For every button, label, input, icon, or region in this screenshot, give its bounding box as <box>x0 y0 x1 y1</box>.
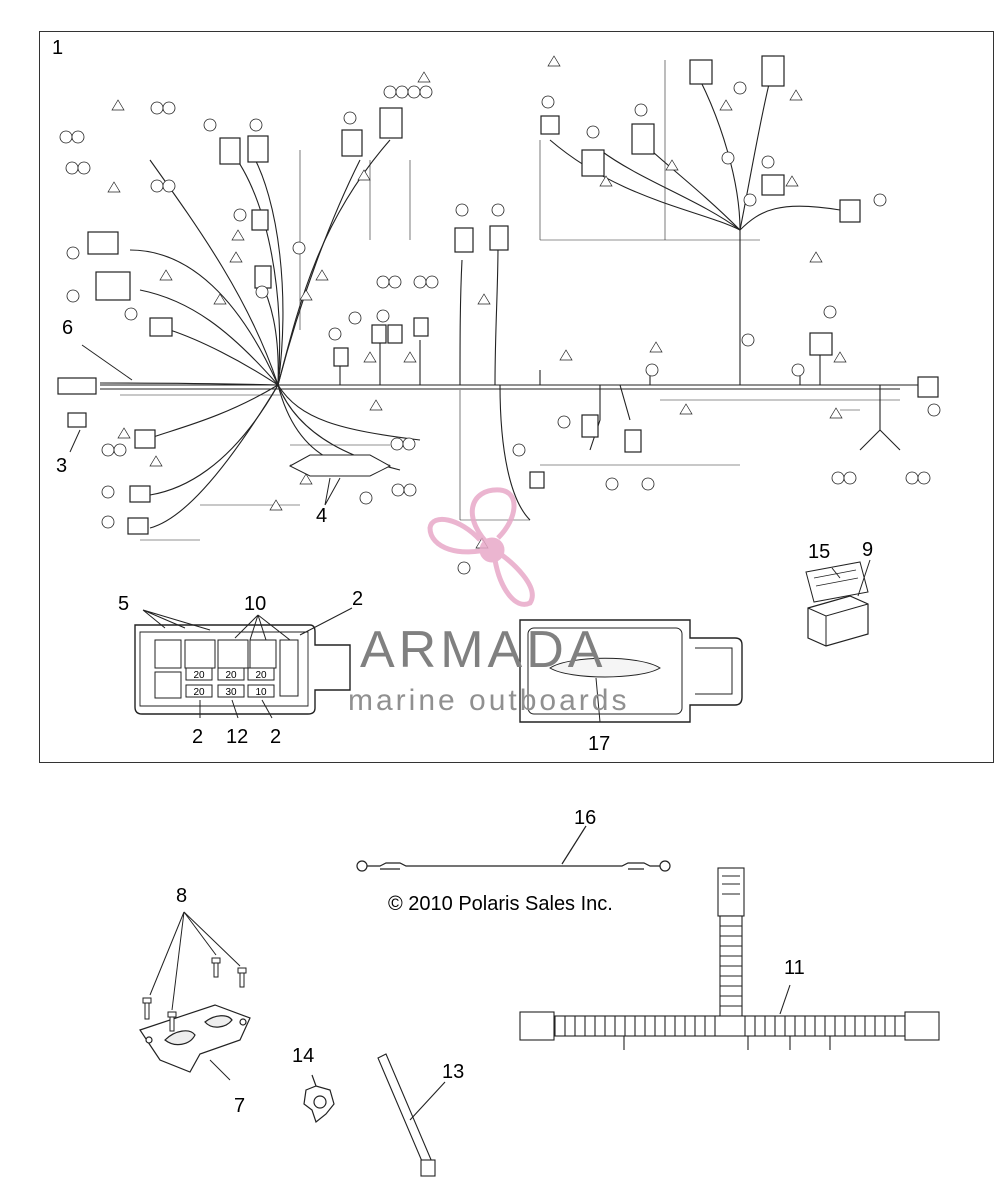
receptacle-connector <box>413 317 429 337</box>
mag-fuel-injector-connector <box>624 429 642 453</box>
callout-10: 10 <box>244 593 267 615</box>
switch-coil-connector <box>529 471 545 489</box>
fuse-label: 30 <box>225 687 237 698</box>
callout-2: 2 <box>352 588 364 610</box>
fuse-box-cover <box>519 619 743 723</box>
watermark-tagline: marine outboards <box>348 684 630 717</box>
callout-14: 14 <box>292 1045 315 1067</box>
starter-connector <box>761 174 785 196</box>
callout-12: 12 <box>226 726 249 748</box>
fan-connector <box>149 317 173 337</box>
brake-switch-connector <box>134 429 156 449</box>
headlight-switch-connector <box>219 137 241 165</box>
sub-harness <box>519 867 940 1050</box>
rh-headlight-connector <box>251 209 269 231</box>
start-solenoid-connector <box>129 485 151 503</box>
copyright-notice: © 2010 Polaris Sales Inc. <box>388 893 613 915</box>
transmission-switch-connector <box>761 55 785 87</box>
tmap-sensor-connector <box>540 115 560 135</box>
turf-relay-connector <box>809 332 833 356</box>
harness-diagram-frame <box>39 31 994 763</box>
idle-air-control-connector <box>631 123 655 155</box>
callout-7: 7 <box>234 1095 246 1117</box>
ground-connector-a <box>689 59 713 85</box>
cable-tie <box>377 1053 446 1177</box>
callout-15: 15 <box>808 541 831 563</box>
fuse-label: 20 <box>225 670 237 681</box>
callout-2: 2 <box>270 726 282 748</box>
callout-4: 4 <box>316 505 328 527</box>
cam-phase-sensor-connector <box>489 225 509 251</box>
callout-13: 13 <box>442 1061 465 1083</box>
aux-connector <box>333 347 349 367</box>
eps-power-connector <box>87 231 119 255</box>
fuse-label: 10 <box>255 687 267 698</box>
coolant-temp-sensor-connector <box>454 227 474 253</box>
fuse-label: 20 <box>193 670 205 681</box>
callout-6: 6 <box>62 317 74 339</box>
fuse-relay-box <box>134 624 351 715</box>
taillight-connector <box>917 376 939 398</box>
park-brake-switch-connector <box>127 517 149 535</box>
ground-cable <box>356 825 671 872</box>
pto-fuel-injector-connector <box>581 414 599 438</box>
speedometer-connector <box>379 107 403 139</box>
callout-2: 2 <box>192 726 204 748</box>
tps-connector <box>581 149 605 177</box>
callout-9: 9 <box>862 539 874 561</box>
awd-turf-switch-connector <box>247 135 269 163</box>
crank-position-sensor-connector <box>839 199 861 223</box>
watermark-logo-icon <box>420 478 560 608</box>
cable-clip <box>303 1074 335 1124</box>
callout-8: 8 <box>176 885 188 907</box>
relay-with-label <box>805 561 869 647</box>
callout-5: 5 <box>118 593 130 615</box>
callout-11: 11 <box>784 957 805 979</box>
video-ac-connector <box>387 324 403 344</box>
lh-headlight-connector <box>254 265 272 289</box>
key-switch-connector <box>341 129 363 157</box>
connector-3 <box>67 412 87 428</box>
fuse-label: 20 <box>193 687 205 698</box>
watermark-brand: ARMADA <box>360 621 607 679</box>
video-dc-connector <box>371 324 387 344</box>
eps-signal-connector <box>95 271 131 301</box>
mounting-bracket <box>139 1004 251 1073</box>
callout-3: 3 <box>56 455 68 477</box>
callout-16: 16 <box>574 807 597 829</box>
top-view-connector <box>57 377 97 395</box>
fuse-label: 20 <box>255 670 267 681</box>
screws <box>142 957 247 1032</box>
callout-17: 17 <box>588 733 611 755</box>
callout-1: 1 <box>52 37 64 59</box>
